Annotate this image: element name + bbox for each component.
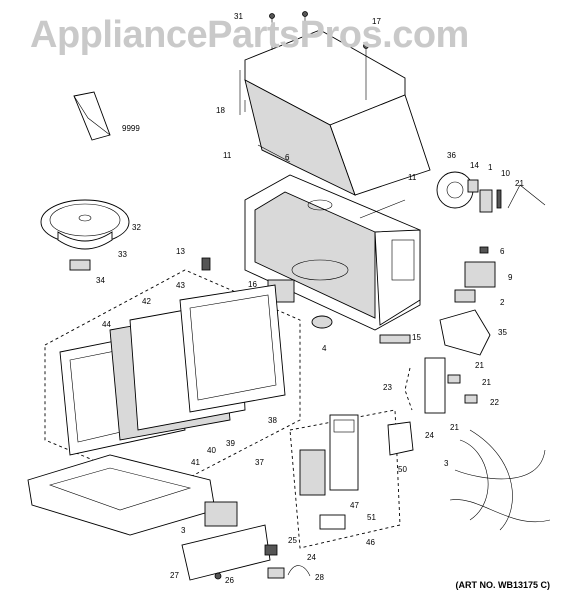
- manual-booklet: [73, 91, 111, 141]
- callout-label: 18: [216, 106, 225, 115]
- oven-cavity: [244, 174, 421, 331]
- callout-label: 38: [268, 416, 277, 425]
- callout-label: 47: [350, 501, 359, 510]
- callout-label: 43: [176, 281, 185, 290]
- callout-label: 1: [488, 163, 493, 172]
- callout-label: 24: [307, 553, 316, 562]
- interlock-assembly: [404, 357, 478, 414]
- callout-label: 22: [490, 398, 499, 407]
- callout-label: 25: [288, 536, 297, 545]
- watermark: AppliancePartsPros.com: [30, 14, 469, 56]
- callout-label: 46: [366, 538, 375, 547]
- control-panel: [299, 414, 414, 530]
- callout-label: 9999: [122, 124, 140, 133]
- callout-label: 37: [255, 458, 264, 467]
- right-side-parts: [439, 246, 496, 356]
- callout-label: 33: [118, 250, 127, 259]
- callout-label: 21: [482, 378, 491, 387]
- callout-label: 35: [498, 328, 507, 337]
- callout-label: 16: [248, 280, 257, 289]
- callout-label: 36: [447, 151, 456, 160]
- callout-label: 13: [176, 247, 185, 256]
- turntable-assembly: [40, 199, 130, 271]
- callout-label: 6: [285, 153, 290, 162]
- callout-label: 26: [225, 576, 234, 585]
- callout-label: 27: [170, 571, 179, 580]
- screw-icons: [269, 11, 369, 100]
- callout-label: 3: [181, 526, 186, 535]
- callout-label: 11: [408, 173, 417, 182]
- callout-label: 51: [367, 513, 376, 522]
- callout-label: 6: [500, 247, 505, 256]
- fan-motor: [436, 171, 546, 213]
- callout-label: 21: [475, 361, 484, 370]
- callout-label: 44: [102, 320, 111, 329]
- callout-label: 28: [315, 573, 324, 582]
- art-number: (ART NO. WB13175 C): [455, 580, 550, 590]
- callout-label: 3: [444, 459, 449, 468]
- callout-label: 4: [322, 344, 327, 353]
- base-plate: [27, 454, 311, 581]
- callout-label: 9: [508, 273, 513, 282]
- callout-label: 31: [234, 12, 243, 21]
- callout-label: 41: [191, 458, 200, 467]
- callout-label: 10: [501, 169, 510, 178]
- callout-label: 2: [500, 298, 505, 307]
- callout-label: 14: [470, 161, 479, 170]
- callout-label: 34: [96, 276, 105, 285]
- callout-label: 17: [372, 17, 381, 26]
- callout-label: 15: [412, 333, 421, 342]
- callout-label: 40: [207, 446, 216, 455]
- callout-label: 42: [142, 297, 151, 306]
- callout-label: 21: [450, 423, 459, 432]
- outer-case: [239, 29, 431, 196]
- callout-label: 11: [223, 151, 232, 160]
- callout-label: 50: [398, 465, 407, 474]
- callout-label: 21: [515, 179, 524, 188]
- callout-label: 23: [383, 383, 392, 392]
- callout-labels: 31 17 18 9999 11 6 11 36 14 1 10 21 32 3…: [96, 12, 524, 585]
- callout-label: 32: [132, 223, 141, 232]
- callout-label: 39: [226, 439, 235, 448]
- wire-harness: [449, 429, 551, 531]
- callout-label: 24: [425, 431, 434, 440]
- door-assembly: [59, 284, 286, 456]
